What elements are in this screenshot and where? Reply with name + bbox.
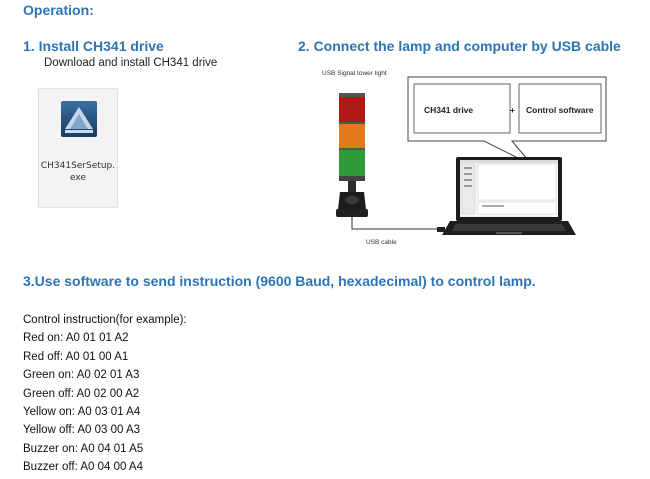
drive-label: CH341 drive [424, 105, 473, 115]
instruction-intro: Control instruction(for example): [23, 314, 187, 326]
instruction-line: Yellow off: A0 03 00 A3 [23, 424, 141, 437]
instruction-line: Red on: A0 01 01 A2 [23, 332, 129, 345]
usb-plug [437, 227, 445, 232]
laptop [442, 157, 576, 235]
step3-heading: 3.Use software to send instruction (9600… [23, 273, 536, 289]
instruction-line: Red off: A0 01 00 A1 [23, 350, 129, 363]
installer-file-tile[interactable]: CH341SerSetup. exe [38, 88, 118, 208]
signal-tower-light [336, 93, 368, 217]
instruction-line: Green off: A0 02 00 A2 [23, 387, 140, 400]
instruction-line: Yellow on: A0 03 01 A4 [23, 406, 141, 419]
tower-red-segment [339, 97, 365, 122]
instruction-line: Green on: A0 02 01 A3 [23, 369, 140, 382]
installer-icon [61, 101, 97, 137]
tower-amber-segment [339, 124, 365, 148]
tower-light-label: USB Signal tower light [322, 70, 387, 77]
file-name-line2: exe [70, 173, 86, 183]
drive-box [413, 83, 511, 134]
tower-green-segment [339, 150, 365, 176]
software-box [518, 83, 602, 134]
file-name-line1: CH341SerSetup. [40, 161, 116, 171]
page-title: Operation: [23, 2, 94, 18]
installer-file-name: CH341SerSetup. exe [39, 160, 117, 184]
instruction-list: Control instruction(for example): Red on… [23, 311, 187, 477]
plus-sign: + [510, 105, 515, 115]
instruction-line: Buzzer off: A0 04 00 A4 [23, 461, 143, 474]
step2-heading: 2. Connect the lamp and computer by USB … [298, 38, 621, 54]
step1-heading: 1. Install CH341 drive [23, 38, 164, 54]
step1-description: Download and install CH341 drive [44, 57, 218, 69]
usb-cable [351, 217, 441, 231]
instruction-line: Buzzer on: A0 04 01 A5 [23, 442, 144, 455]
software-label: Control software [526, 105, 594, 115]
usb-cable-label: USB cable [366, 239, 397, 246]
connection-diagram: USB Signal tower light USB cable CH341 d… [322, 70, 607, 246]
